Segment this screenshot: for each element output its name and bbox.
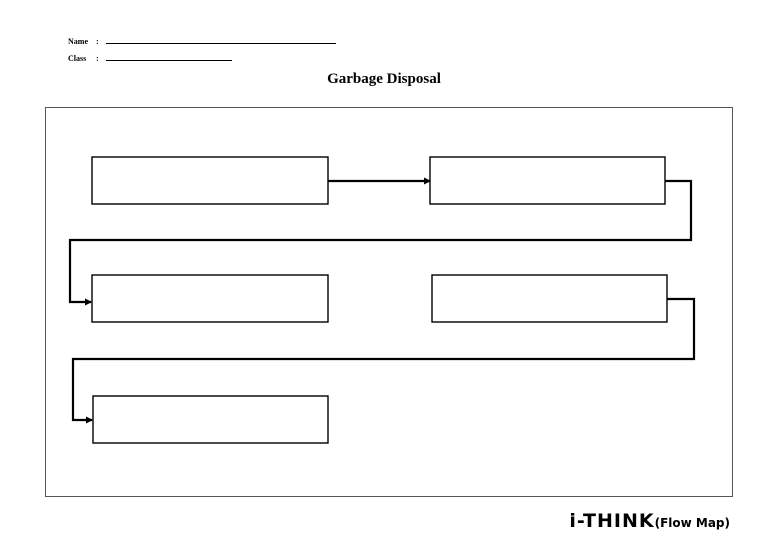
class-blank-line[interactable] [106,53,232,61]
flow-box-3[interactable] [91,274,329,323]
connector-4-to-5 [71,297,696,424]
flow-map-caption: (Flow Map) [654,516,730,530]
class-label: Class [68,54,87,63]
flow-box-4[interactable] [431,274,668,323]
flow-map-frame [45,107,733,497]
name-separator: : [96,37,99,46]
connector-2-to-3 [68,179,693,306]
ithink-brand: i-THINK(Flow Map) [569,510,730,532]
page-title: Garbage Disposal [327,71,441,87]
flow-box-5[interactable] [92,395,329,444]
flow-box-1[interactable] [91,156,329,205]
name-field-row: Name: [68,36,336,46]
name-blank-line[interactable] [106,36,336,44]
name-label: Name [68,37,88,46]
flow-box-2[interactable] [429,156,666,205]
ithink-logo: i-THINK [569,510,655,532]
class-field-row: Class: [68,53,232,63]
class-separator: : [96,54,99,63]
